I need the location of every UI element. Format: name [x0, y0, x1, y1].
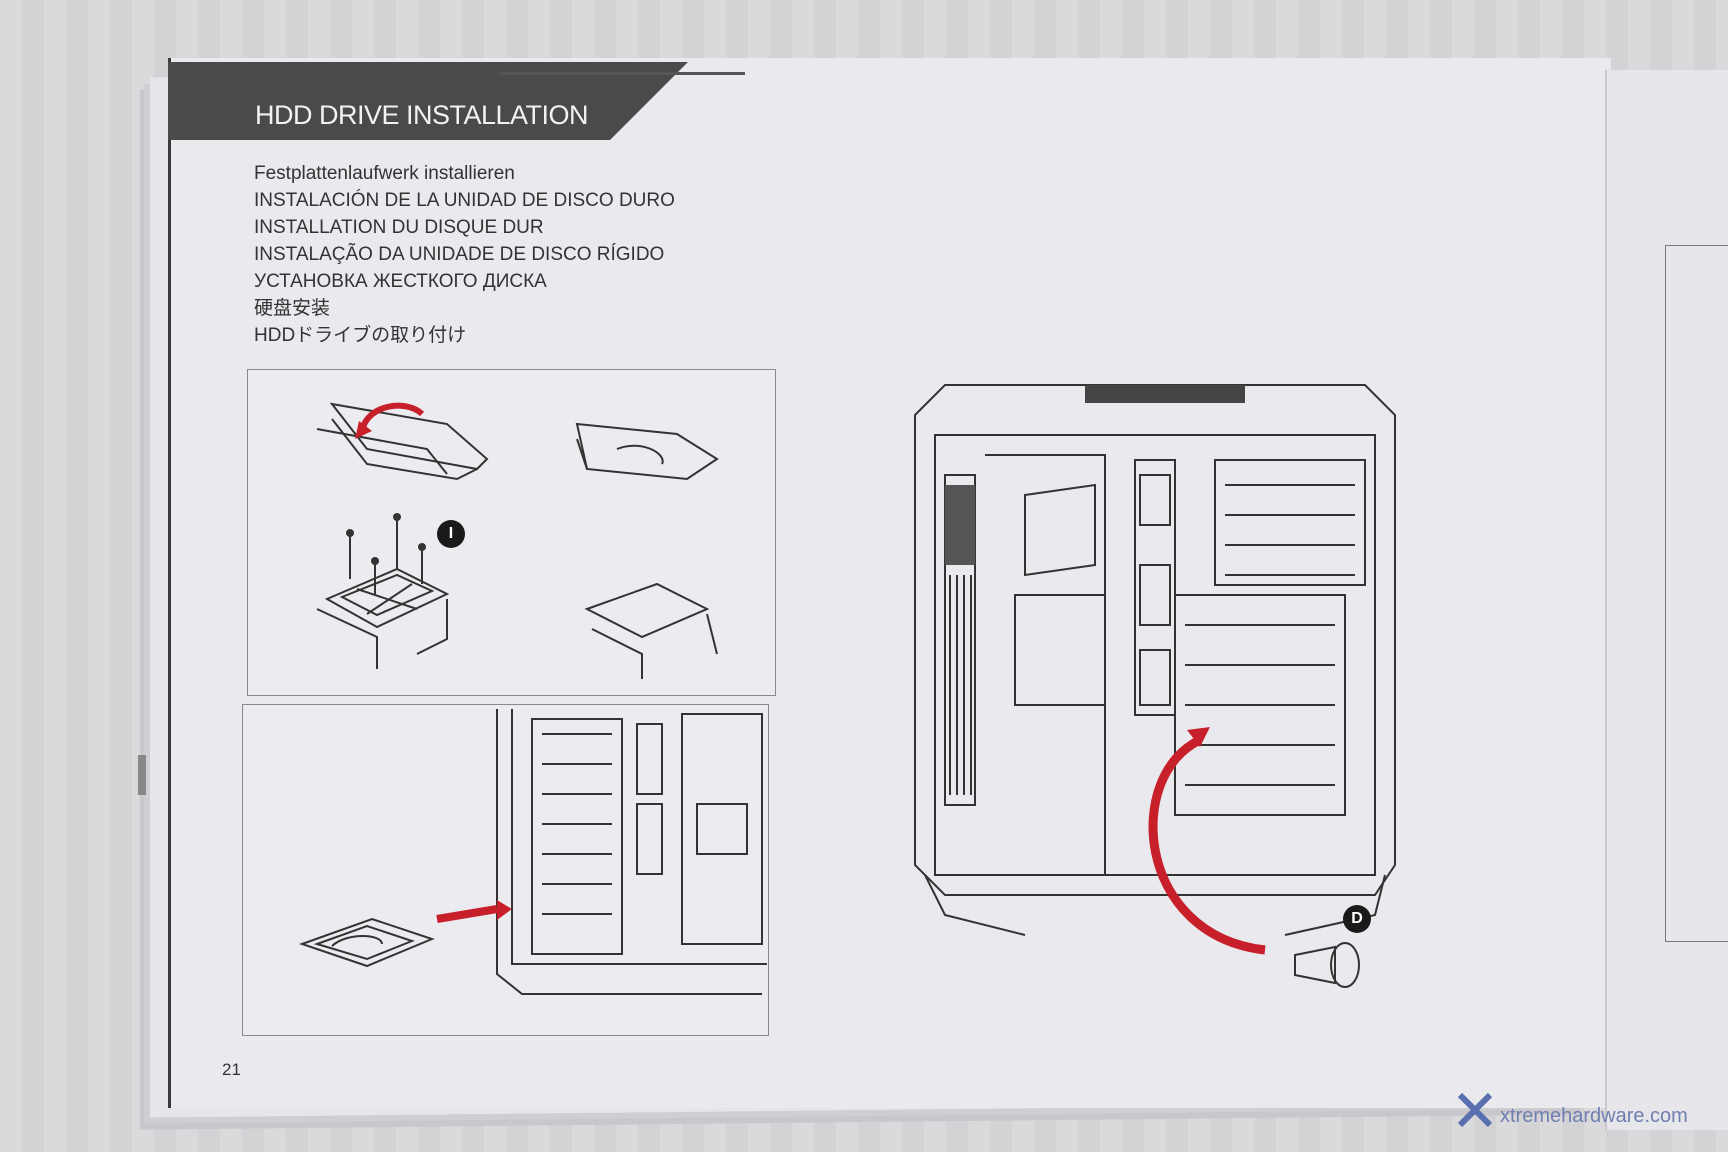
- banner-accent-line: [500, 72, 745, 75]
- subtitle-ja: HDDドライブの取り付け: [254, 325, 467, 346]
- page-number: 21: [222, 1060, 241, 1079]
- subtitle-de: Festplattenlaufwerk installieren: [254, 163, 515, 184]
- subtitle-ru: УСТАНОВКА ЖЕСТКОГО ДИСКА: [254, 271, 547, 292]
- watermark-logo-icon: [1457, 1092, 1493, 1128]
- tray-assembly-illustration: [316, 402, 719, 679]
- page-title: HDD DRIVE INSTALLATION: [255, 100, 589, 130]
- step-badge-2: D: [1343, 905, 1371, 933]
- subtitle-pt: INSTALAÇÃO DA UNIDADE DE DISCO RÍGIDO: [254, 244, 665, 265]
- subtitle-es: INSTALACIÓN DE LA UNIDAD DE DISCO DURO: [254, 190, 675, 211]
- subtitle-zh: 硬盘安装: [254, 298, 331, 319]
- page-edge-tab: [138, 755, 146, 795]
- facing-page-frame: [1665, 245, 1728, 942]
- chassis-illustration: [914, 384, 1396, 988]
- step-badge-1: I: [437, 520, 465, 548]
- facing-page: [1605, 70, 1728, 1130]
- title-banner: [168, 62, 688, 140]
- drive-insertion-illustration: [298, 709, 767, 995]
- translated-titles: Festplattenlaufwerk installieren INSTALA…: [254, 160, 675, 349]
- subtitle-fr: INSTALLATION DU DISQUE DUR: [254, 217, 544, 238]
- watermark-text: xtremehardware.com: [1500, 1105, 1688, 1127]
